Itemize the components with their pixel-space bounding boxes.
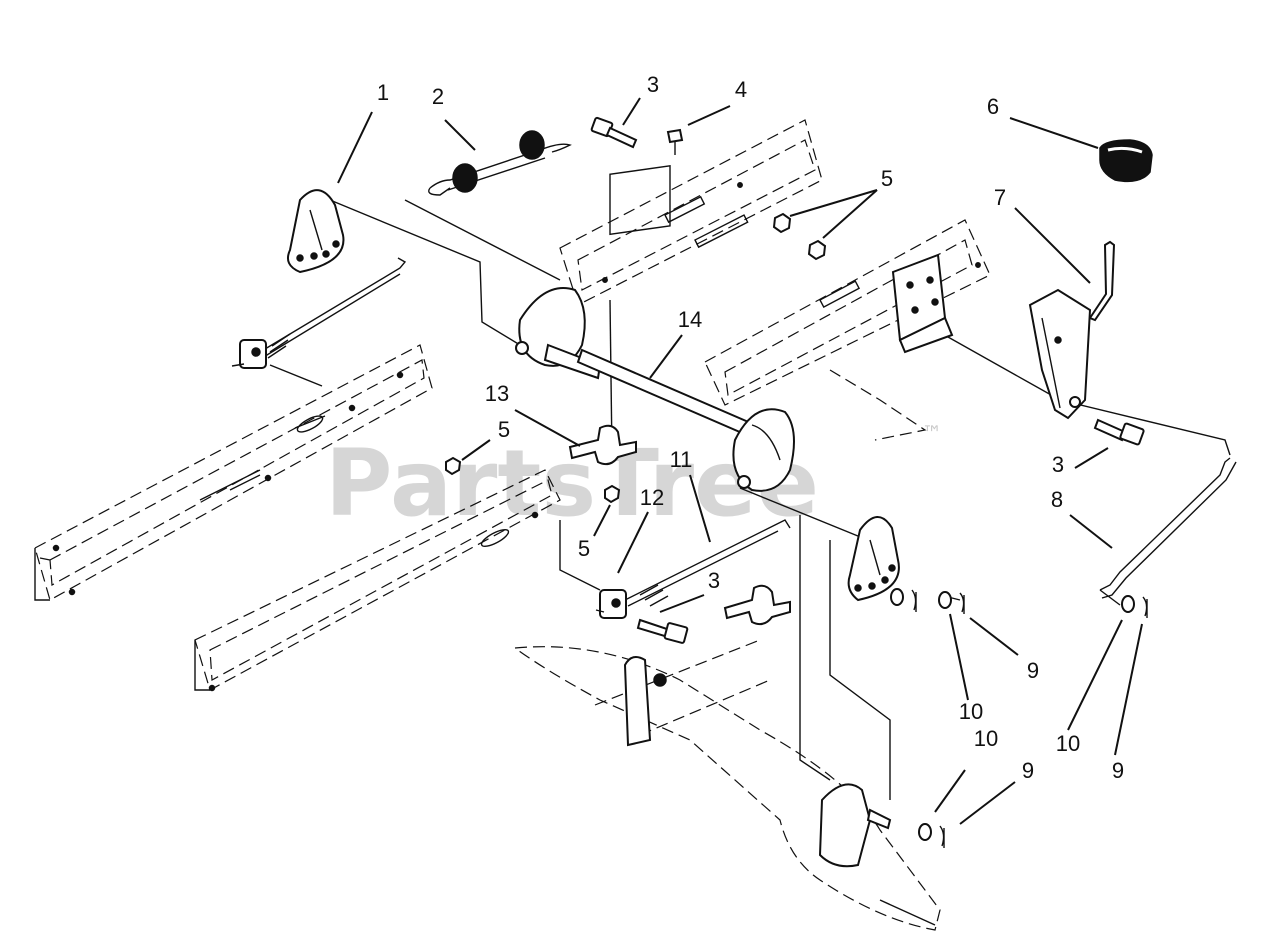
part-5-nuts (445, 212, 827, 504)
callout-c3a: 3 (647, 72, 659, 97)
callout-c4: 4 (735, 77, 747, 102)
part-8-link-rod (1099, 457, 1237, 599)
callout-c2: 2 (432, 84, 444, 109)
callout-c14: 14 (678, 307, 702, 332)
callout-c9b: 9 (1022, 758, 1034, 783)
left-frame-rail (34, 344, 433, 601)
part-3-bolt-right (1093, 418, 1145, 446)
deck-hanger-assembly (513, 639, 941, 931)
callout-c12: 12 (640, 485, 664, 510)
part-1-lift-plate (287, 189, 345, 274)
leader-lines (337, 97, 1143, 825)
callout-c13: 13 (485, 381, 509, 406)
part-6-handle-knob (1099, 139, 1153, 183)
callout-c3b: 3 (708, 568, 720, 593)
callout-c9c: 9 (1112, 758, 1124, 783)
part-12-trunnion (595, 589, 627, 619)
callout-c10c: 10 (1056, 731, 1080, 756)
callout-c5c: 5 (578, 536, 590, 561)
callout-c7: 7 (994, 185, 1006, 210)
callout-c10a: 10 (959, 699, 983, 724)
angle-bracket (891, 253, 954, 354)
callout-c6: 6 (987, 94, 999, 119)
callout-c3c: 3 (1052, 452, 1064, 477)
upper-frame-member (559, 119, 823, 306)
watermark-trademark: ™ (922, 421, 942, 445)
lift-rod-left (231, 257, 407, 369)
part-1-lift-plate-lower (847, 516, 900, 602)
part-2-spring (428, 130, 572, 196)
callout-c5a: 5 (881, 166, 893, 191)
callout-c11: 11 (670, 447, 693, 472)
part-13-strap-bracket (568, 424, 791, 626)
part-7-lift-handle (1028, 240, 1116, 420)
part-3-bolt-center (636, 618, 689, 644)
part-14-cross-shaft (515, 287, 795, 492)
callout-c9a: 9 (1027, 658, 1039, 683)
part-4-small-bolt (666, 128, 684, 155)
callout-c8: 8 (1051, 487, 1063, 512)
callout-c5b: 5 (498, 417, 510, 442)
right-frame-member (704, 219, 991, 441)
callout-c10b: 10 (974, 726, 998, 751)
part-11-lift-rod (624, 519, 791, 607)
washers-and-clips (890, 588, 1148, 848)
lower-left-frame-rail (194, 469, 561, 692)
callout-c1: 1 (377, 80, 389, 105)
part-3-bolt-top (590, 116, 638, 149)
